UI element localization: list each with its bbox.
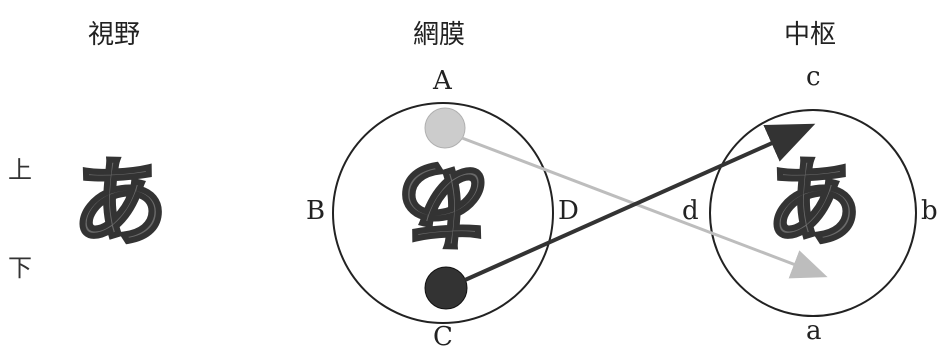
heading-retina: 網膜 xyxy=(413,20,466,50)
arrow-dark xyxy=(464,123,816,282)
heading-center: 中枢 xyxy=(784,20,837,50)
retina-label-c: C xyxy=(433,322,453,352)
center-label-a: a xyxy=(806,316,822,346)
center-circle xyxy=(709,109,917,317)
arrow-light xyxy=(461,136,828,279)
retina-label-a: A xyxy=(433,66,452,96)
retina-light-dot xyxy=(424,107,466,149)
retina-label-d: D xyxy=(558,196,579,226)
center-label-c: c xyxy=(806,62,821,92)
retina-glyph-inverted: あ xyxy=(395,146,494,261)
center-glyph: あ xyxy=(765,147,864,259)
retina-dark-dot xyxy=(424,266,468,310)
label-down: 下 xyxy=(8,254,32,282)
heading-visual-field: 視野 xyxy=(88,20,141,50)
label-up: 上 xyxy=(8,156,32,184)
retina-label-b: B xyxy=(306,196,326,226)
visual-field-glyph: あ xyxy=(71,147,170,259)
center-label-d: d xyxy=(682,196,699,226)
retina-circle xyxy=(332,102,554,324)
center-label-b: b xyxy=(921,196,938,226)
